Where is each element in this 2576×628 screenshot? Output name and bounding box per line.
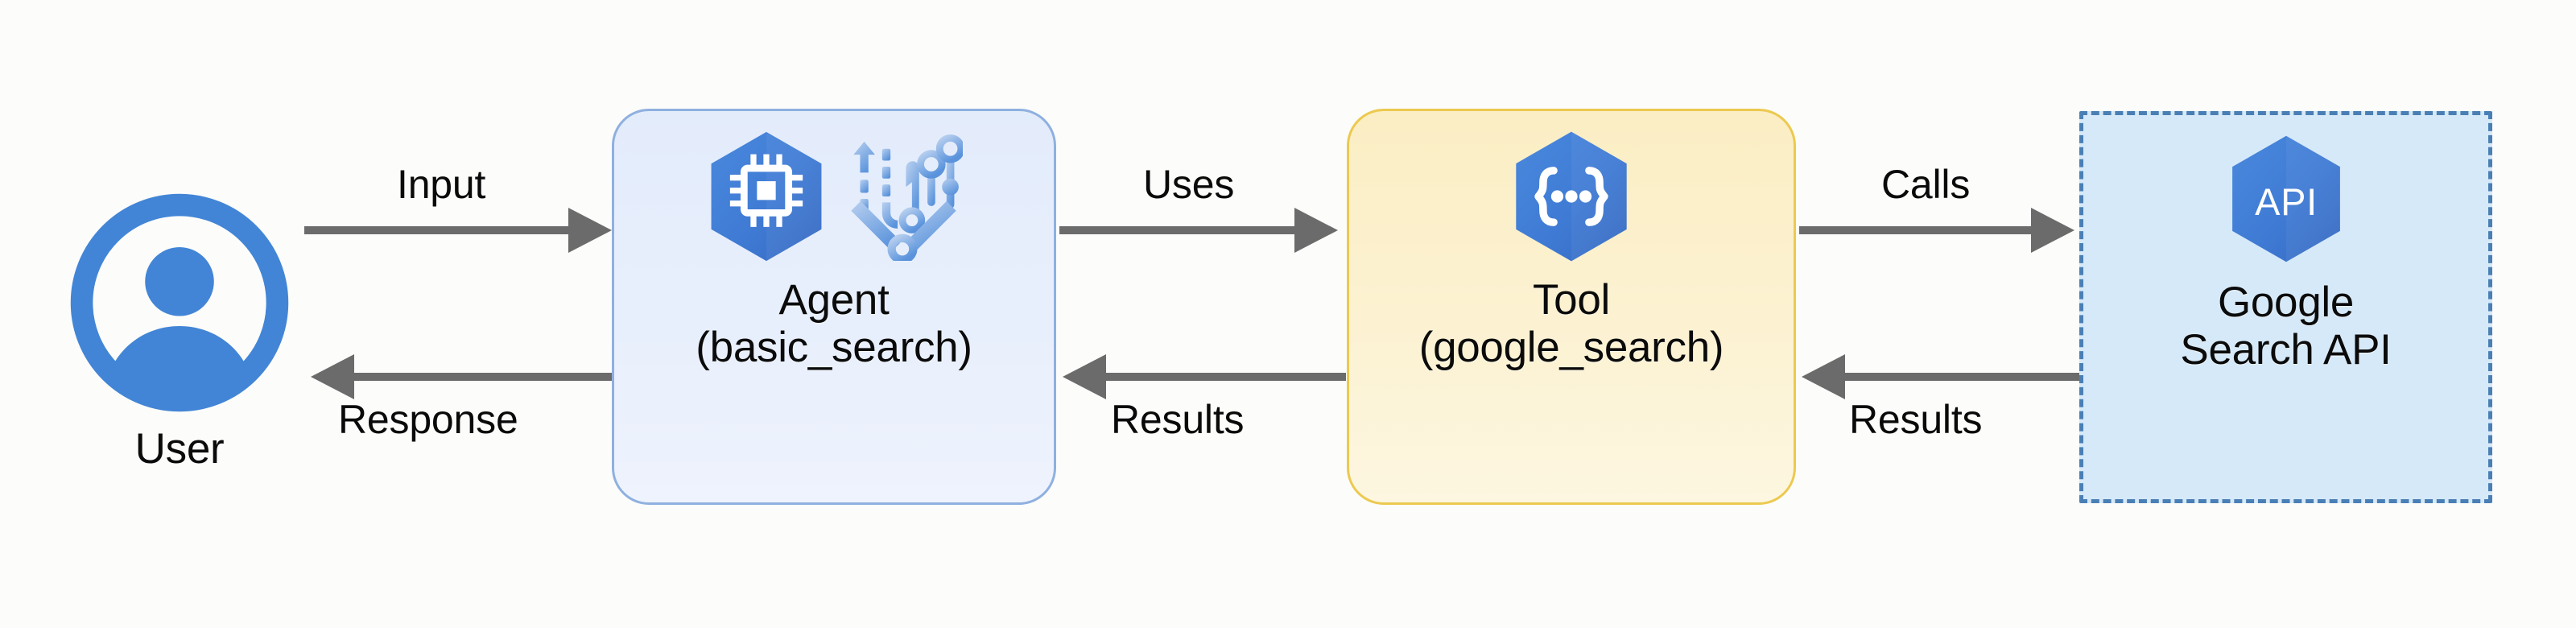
edge-label-uses: Uses [1143, 162, 1235, 207]
edge-label-input: Input [397, 162, 486, 207]
node-tool[interactable]: Tool (google_search) [1347, 109, 1796, 505]
node-agent[interactable]: Agent (basic_search) [612, 109, 1056, 505]
api-icon-row: API [2227, 134, 2346, 267]
node-agent-label-line1: Agent [778, 276, 890, 324]
node-api-label-line1: Google [2217, 279, 2355, 326]
edge-line-api-to-tool [1843, 373, 2081, 381]
node-user-label: User [134, 425, 225, 473]
node-agent-label-line2: (basic_search) [696, 324, 972, 372]
vertex-ai-agent-icon [842, 132, 965, 265]
node-google-search-api[interactable]: API Google Search API [2079, 111, 2492, 503]
node-google-search-api-label: Google Search API [2180, 279, 2391, 374]
cpu-hexagon-icon [705, 130, 828, 267]
edge-line-agent-to-tool [1059, 226, 1301, 234]
node-agent-label: Agent (basic_search) [696, 276, 972, 372]
edge-line-tool-to-agent [1104, 373, 1346, 381]
edge-label-results-tool-agent: Results [1111, 397, 1245, 442]
node-api-label-line2: Search API [2180, 326, 2392, 374]
arrow-head-tool-to-agent [1063, 354, 1106, 399]
node-user[interactable]: User [47, 192, 312, 473]
arrow-head-agent-to-tool [1294, 208, 1338, 253]
arrow-head-tool-to-api [2031, 208, 2074, 253]
edge-label-response: Response [338, 397, 518, 442]
node-tool-label-line1: Tool [1532, 276, 1610, 324]
edge-label-results-api-tool: Results [1849, 397, 1983, 442]
arrow-head-agent-to-user [311, 354, 354, 399]
node-tool-label-line2: (google_search) [1418, 324, 1724, 372]
arrow-head-api-to-tool [1802, 354, 1845, 399]
edge-line-user-to-agent [304, 226, 578, 234]
tool-icon-row [1510, 129, 1633, 268]
api-hexagon-icon: API [2227, 133, 2346, 269]
edge-line-agent-to-user [353, 373, 618, 381]
edge-line-tool-to-api [1799, 226, 2037, 234]
user-avatar-icon [47, 192, 312, 418]
node-tool-label: Tool (google_search) [1419, 276, 1724, 372]
code-braces-hexagon-icon [1510, 129, 1633, 268]
edge-label-calls: Calls [1881, 162, 1971, 207]
agent-icon-row [705, 130, 965, 267]
arrow-head-user-to-agent [568, 208, 612, 253]
api-hexagon-text: API [2255, 180, 2318, 223]
